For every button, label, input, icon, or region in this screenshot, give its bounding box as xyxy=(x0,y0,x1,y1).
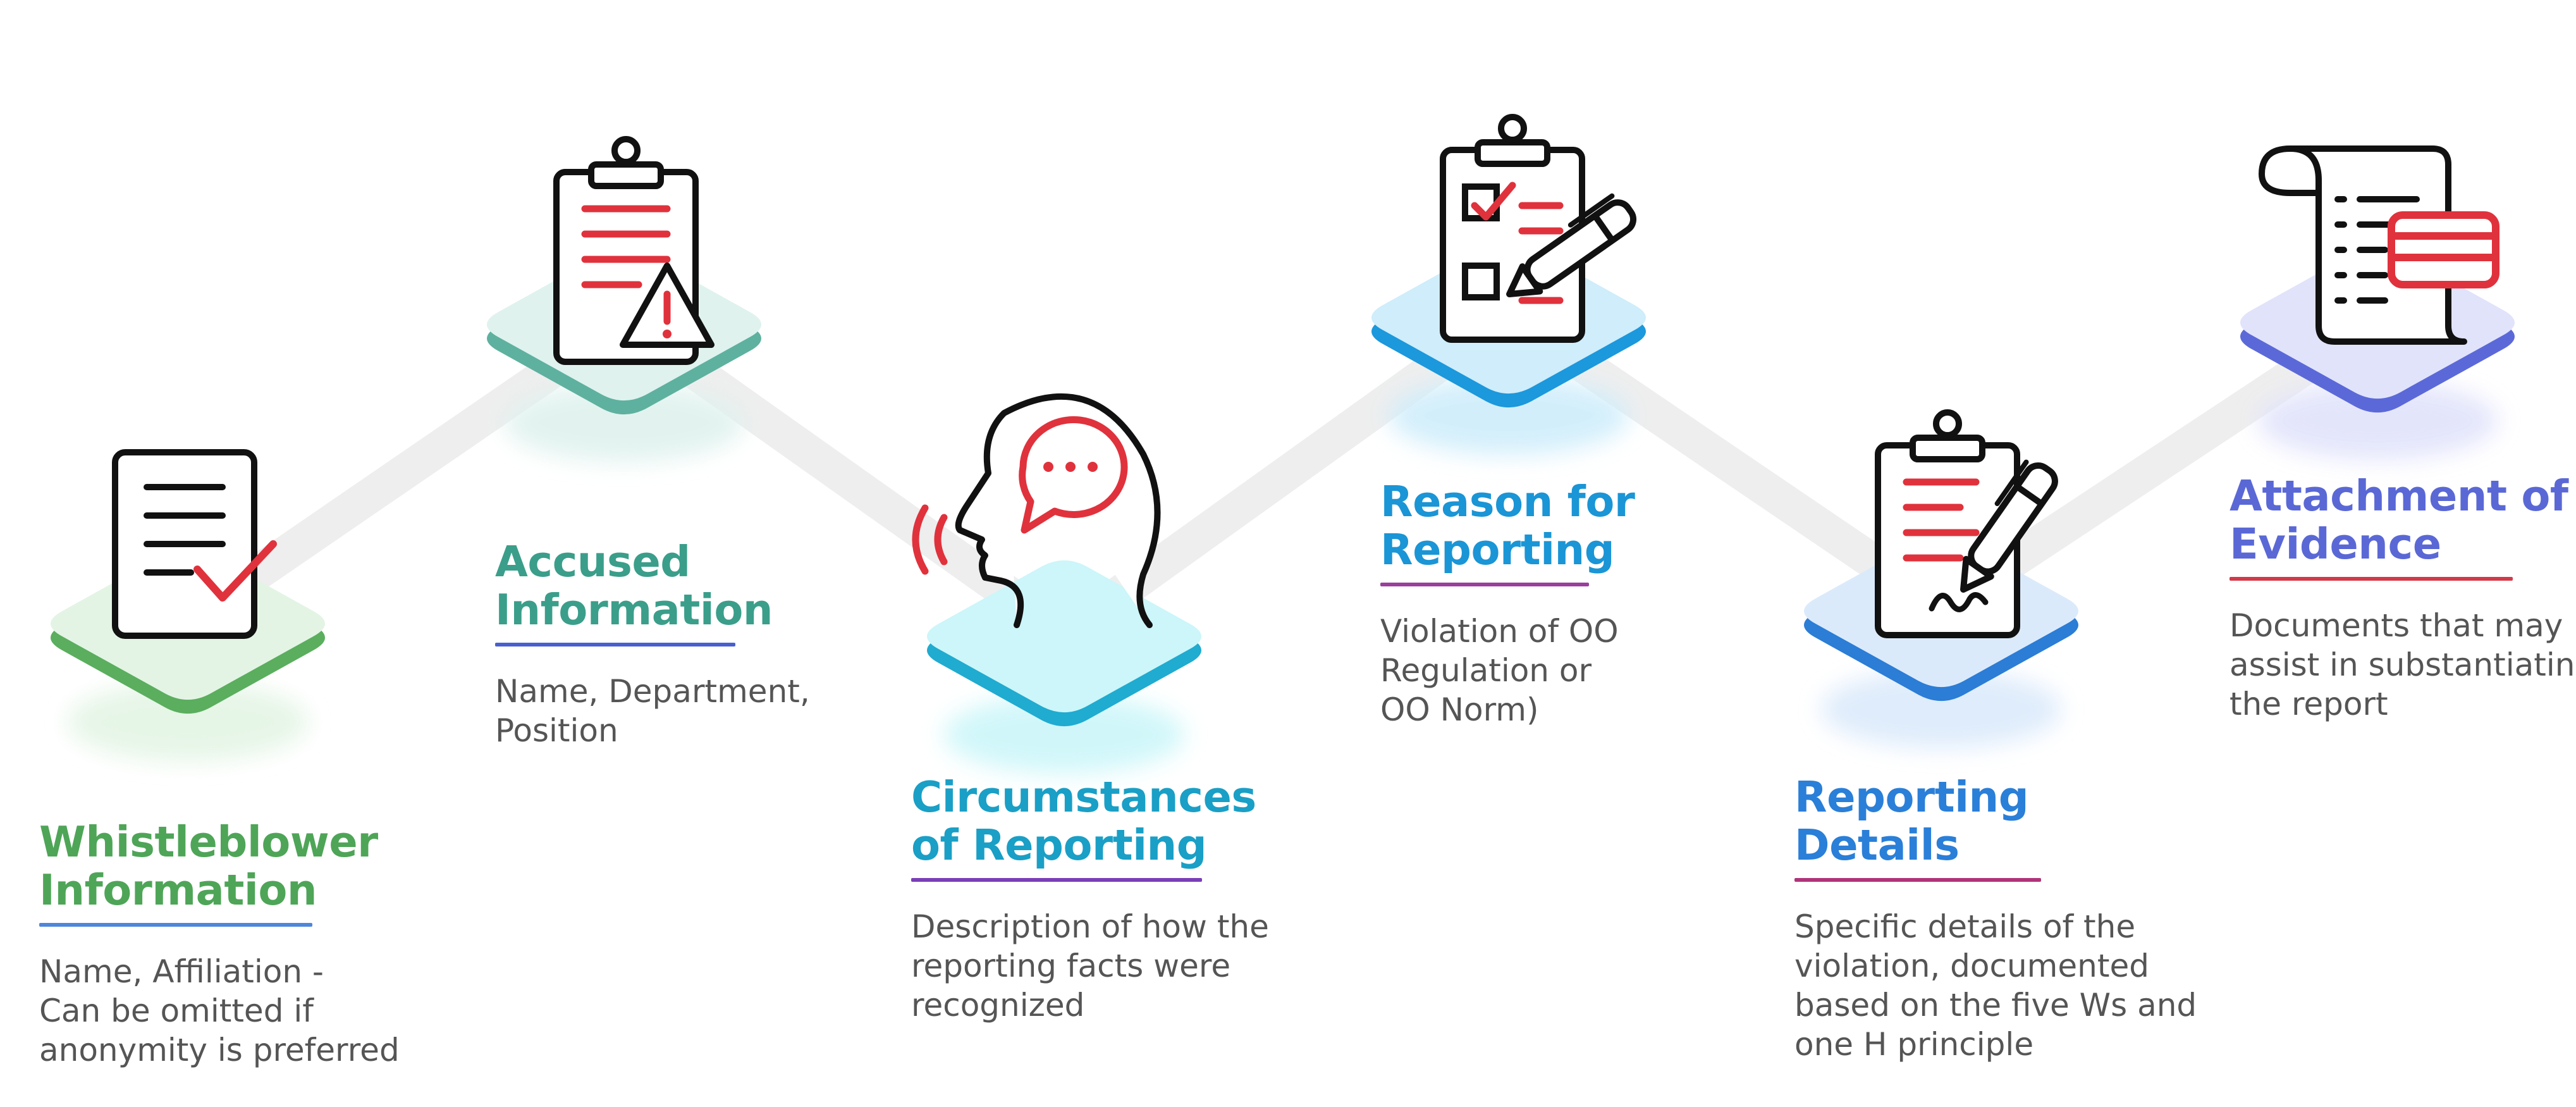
step-title-line: Details xyxy=(1794,820,1960,870)
step-description-line: Can be omitted if xyxy=(39,993,314,1029)
tile-glow xyxy=(944,695,1184,774)
speaking-head-icon xyxy=(912,393,1161,628)
scroll-card-icon xyxy=(2259,145,2499,345)
step-description-line: Name, Affiliation - xyxy=(39,953,324,990)
step-description-line: Description of how the xyxy=(911,908,1269,945)
step-title-line: Attachment of xyxy=(2229,471,2568,521)
step-title-line: Whistleblower xyxy=(39,817,378,867)
step-description-line: Regulation or xyxy=(1380,652,1592,689)
step-title-line: Information xyxy=(39,865,317,915)
step-description-line: Documents that may xyxy=(2229,607,2563,644)
step-title-line: Information xyxy=(495,585,773,634)
tile-glow xyxy=(504,383,744,462)
tiles-layer xyxy=(51,241,2515,774)
step-description-line: one H principle xyxy=(1794,1026,2034,1063)
step-description-line: Name, Department, xyxy=(495,673,810,710)
document-check-icon xyxy=(112,449,277,639)
step-description-line: recognized xyxy=(911,987,1085,1024)
tile-glow xyxy=(1389,376,1629,455)
tile-glow xyxy=(2257,381,2498,460)
step-title-line: Reason for xyxy=(1380,477,1635,526)
step-description-line: the report xyxy=(2229,686,2388,722)
clipboard-checklist-pen-icon xyxy=(1440,114,1637,343)
step-underline xyxy=(1380,583,1589,586)
step-description-line: Violation of OO xyxy=(1380,613,1619,650)
step-description-line: reporting facts were xyxy=(911,948,1231,984)
step-title-line: Evidence xyxy=(2229,519,2441,569)
step-underline xyxy=(911,878,1202,882)
step-underline xyxy=(2229,577,2513,581)
step-underline xyxy=(1794,878,2041,882)
step-description-line: Specific details of the xyxy=(1794,908,2136,945)
tile-circumstances-of-reporting xyxy=(927,560,1201,774)
clipboard-warning-icon xyxy=(553,136,715,365)
step-title-line: Circumstances xyxy=(911,772,1256,822)
step-description-line: assist in substantiating xyxy=(2229,646,2576,683)
step-title-line: Reporting xyxy=(1794,772,2029,822)
step-description-line: anonymity is preferred xyxy=(39,1032,400,1068)
step-description: Name, Department,Position xyxy=(495,672,810,750)
step-description-line: OO Norm) xyxy=(1380,691,1539,728)
tile-glow xyxy=(1821,670,2061,748)
step-title-line: of Reporting xyxy=(911,820,1207,870)
step-title-line: Reporting xyxy=(1380,525,1615,574)
tile-glow xyxy=(68,683,308,761)
step-description-line: based on the five Ws and xyxy=(1794,987,2197,1024)
step-description-line: violation, documented xyxy=(1794,948,2149,984)
step-title-line: Accused xyxy=(495,537,690,586)
step-description-line: Position xyxy=(495,712,618,749)
icons-layer xyxy=(112,114,2499,639)
step-underline xyxy=(495,643,735,646)
step-underline xyxy=(39,923,312,927)
clipboard-signature-icon xyxy=(1875,409,2058,638)
